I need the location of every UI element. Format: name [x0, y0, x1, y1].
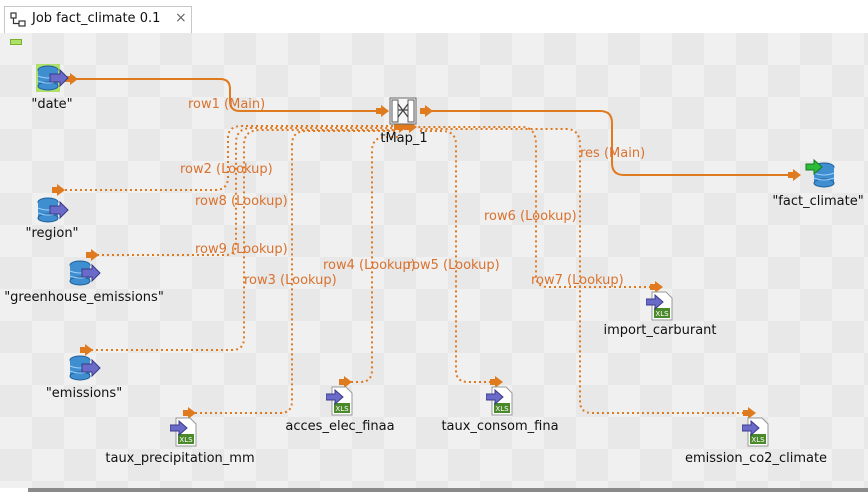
collapse-toggle-icon[interactable] — [10, 39, 22, 45]
xls-label: XLS — [179, 436, 193, 444]
component-label-date[interactable]: "date" — [31, 97, 73, 112]
xls-label: XLS — [335, 405, 349, 413]
database-input-icon[interactable] — [68, 355, 102, 383]
excel-input-icon[interactable]: XLS — [170, 417, 200, 447]
tmap-icon[interactable] — [389, 97, 417, 125]
scrollbar-thumb[interactable] — [28, 488, 868, 492]
link-row6[interactable] — [418, 128, 749, 414]
link-row2[interactable] — [60, 125, 395, 191]
xls-label: XLS — [495, 405, 509, 413]
database-input-icon[interactable] — [36, 197, 70, 225]
job-icon — [10, 12, 26, 27]
component-label-taux-consom-fina[interactable]: taux_consom_fina — [441, 419, 559, 434]
component-label-emissions[interactable]: "emissions" — [45, 386, 123, 401]
link-row5[interactable] — [418, 130, 496, 383]
database-input-icon[interactable] — [36, 64, 70, 94]
job-designer-canvas[interactable]: "date" "region" "greenhouse_emissions" "… — [0, 33, 868, 488]
component-label-fact-climate[interactable]: "fact_climate" — [772, 194, 864, 209]
link-label-row2[interactable]: row2 (Lookup) — [180, 162, 273, 177]
link-label-row9[interactable]: row9 (Lookup) — [195, 242, 288, 257]
link-row9[interactable] — [86, 129, 395, 351]
link-row1[interactable] — [76, 78, 388, 112]
horizontal-scrollbar[interactable] — [0, 488, 868, 492]
excel-input-icon[interactable]: XLS — [486, 386, 516, 416]
link-label-res[interactable]: res (Main) — [580, 146, 646, 161]
link-label-row1[interactable]: row1 (Main) — [188, 97, 266, 112]
link-res[interactable] — [432, 110, 797, 176]
connections-layer — [52, 73, 801, 419]
xls-label: XLS — [751, 436, 765, 444]
component-label-import-carburant[interactable]: import_carburant — [603, 323, 717, 338]
database-output-icon[interactable] — [804, 159, 838, 189]
link-label-row3[interactable]: row3 (Lookup) — [244, 273, 337, 288]
link-label-row6[interactable]: row6 (Lookup) — [484, 209, 577, 224]
excel-input-icon[interactable]: XLS — [646, 291, 676, 321]
component-label-emission-co2-climate[interactable]: emission_co2_climate — [684, 451, 828, 466]
xls-label: XLS — [655, 310, 669, 318]
editor-tab-bar: Job fact_climate 0.1 × — [0, 0, 868, 34]
tab-title: Job fact_climate 0.1 — [32, 11, 161, 26]
link-row8[interactable] — [92, 127, 395, 256]
component-label-greenhouse-emissions[interactable]: "greenhouse_emissions" — [4, 290, 164, 305]
link-label-row4[interactable]: row4 (Lookup) — [323, 258, 416, 273]
close-icon[interactable]: × — [175, 10, 187, 26]
component-label-acces-elec-finaa[interactable]: acces_elec_finaa — [285, 419, 395, 434]
link-label-row8[interactable]: row8 (Lookup) — [195, 194, 288, 209]
link-label-row7[interactable]: row7 (Lookup) — [531, 273, 624, 288]
excel-input-icon[interactable]: XLS — [742, 417, 772, 447]
database-input-icon[interactable] — [68, 260, 102, 288]
component-label-tmap[interactable]: tMap_1 — [380, 131, 428, 146]
tab-job-fact-climate[interactable]: Job fact_climate 0.1 × — [4, 6, 192, 33]
connector-markers — [52, 73, 801, 419]
link-label-row5[interactable]: row5 (Lookup) — [407, 258, 500, 273]
component-label-taux-precipitation-mm[interactable]: taux_precipitation_mm — [105, 451, 255, 466]
excel-input-icon[interactable]: XLS — [326, 386, 356, 416]
component-label-region[interactable]: "region" — [25, 226, 79, 241]
